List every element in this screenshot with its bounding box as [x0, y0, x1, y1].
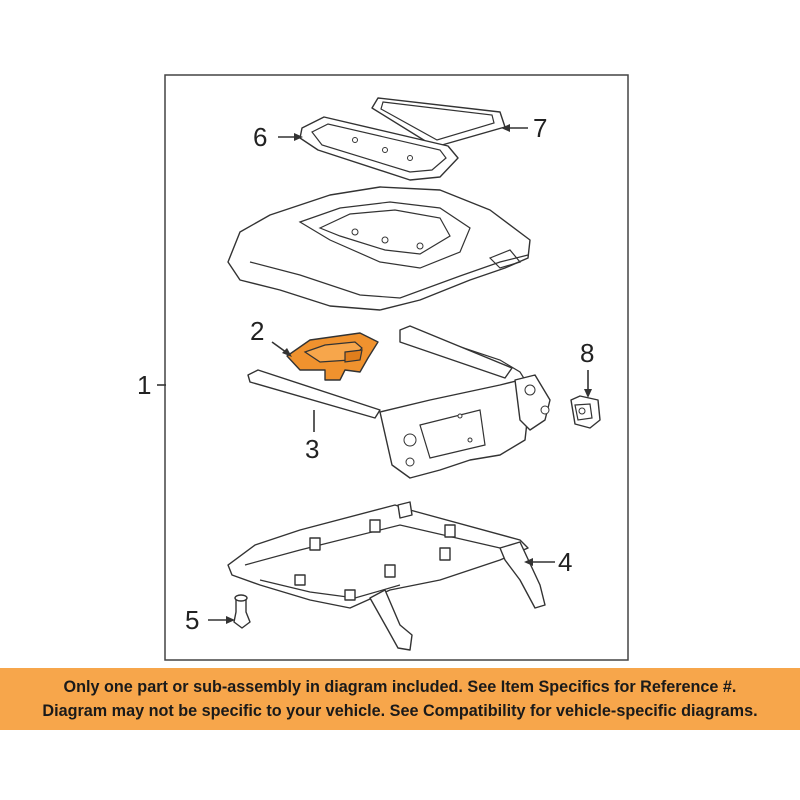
diagram-frame	[164, 74, 629, 661]
part-2-latch[interactable]	[286, 332, 379, 381]
part-4-base[interactable]	[227, 501, 546, 651]
callout-4: 4	[558, 547, 572, 577]
callout-2: 2	[250, 316, 264, 346]
console-lid[interactable]	[227, 186, 531, 311]
arrow-4	[524, 558, 533, 566]
callout-1: 1	[137, 370, 151, 400]
part-3-trim-strip[interactable]	[247, 369, 381, 419]
arrow-2	[282, 348, 292, 357]
callout-8: 8	[580, 338, 594, 368]
callout-7: 7	[533, 113, 547, 143]
arrow-7	[501, 124, 510, 132]
notice-line-2: Diagram may not be specific to your vehi…	[42, 702, 758, 720]
callout-6: 6	[253, 122, 267, 152]
notice-line-1: Only one part or sub-assembly in diagram…	[63, 678, 737, 696]
part-5-bolt[interactable]	[233, 594, 251, 629]
part-8-clip[interactable]	[570, 395, 601, 429]
hinge-frame	[379, 325, 551, 479]
arrow-8	[584, 389, 592, 398]
callout-3: 3	[305, 434, 319, 464]
notice-banner: Only one part or sub-assembly in diagram…	[0, 668, 800, 730]
arrow-6	[294, 133, 303, 141]
part-7-lid-pad[interactable]	[371, 97, 506, 148]
callout-5: 5	[185, 605, 199, 635]
arrow-5	[226, 616, 235, 624]
part-6-lid-tray[interactable]	[299, 116, 459, 181]
